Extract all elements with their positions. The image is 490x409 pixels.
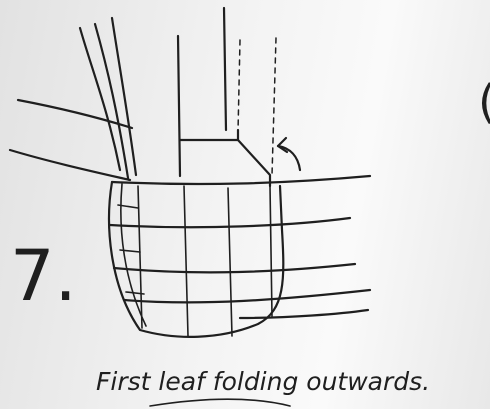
basket-grid: [109, 182, 283, 337]
central-vertical-strands: [178, 8, 226, 176]
caption-scribble: [150, 399, 290, 406]
folding-leaf: [180, 38, 276, 186]
curved-arrow-icon: [278, 138, 300, 170]
horizontal-weave-lines: [110, 176, 370, 318]
caption: First leaf folding outwards.: [96, 367, 430, 396]
outer-vertical-strands: [80, 18, 136, 178]
edge-glyph: (: [478, 75, 490, 129]
step-number: 7.: [10, 235, 77, 317]
